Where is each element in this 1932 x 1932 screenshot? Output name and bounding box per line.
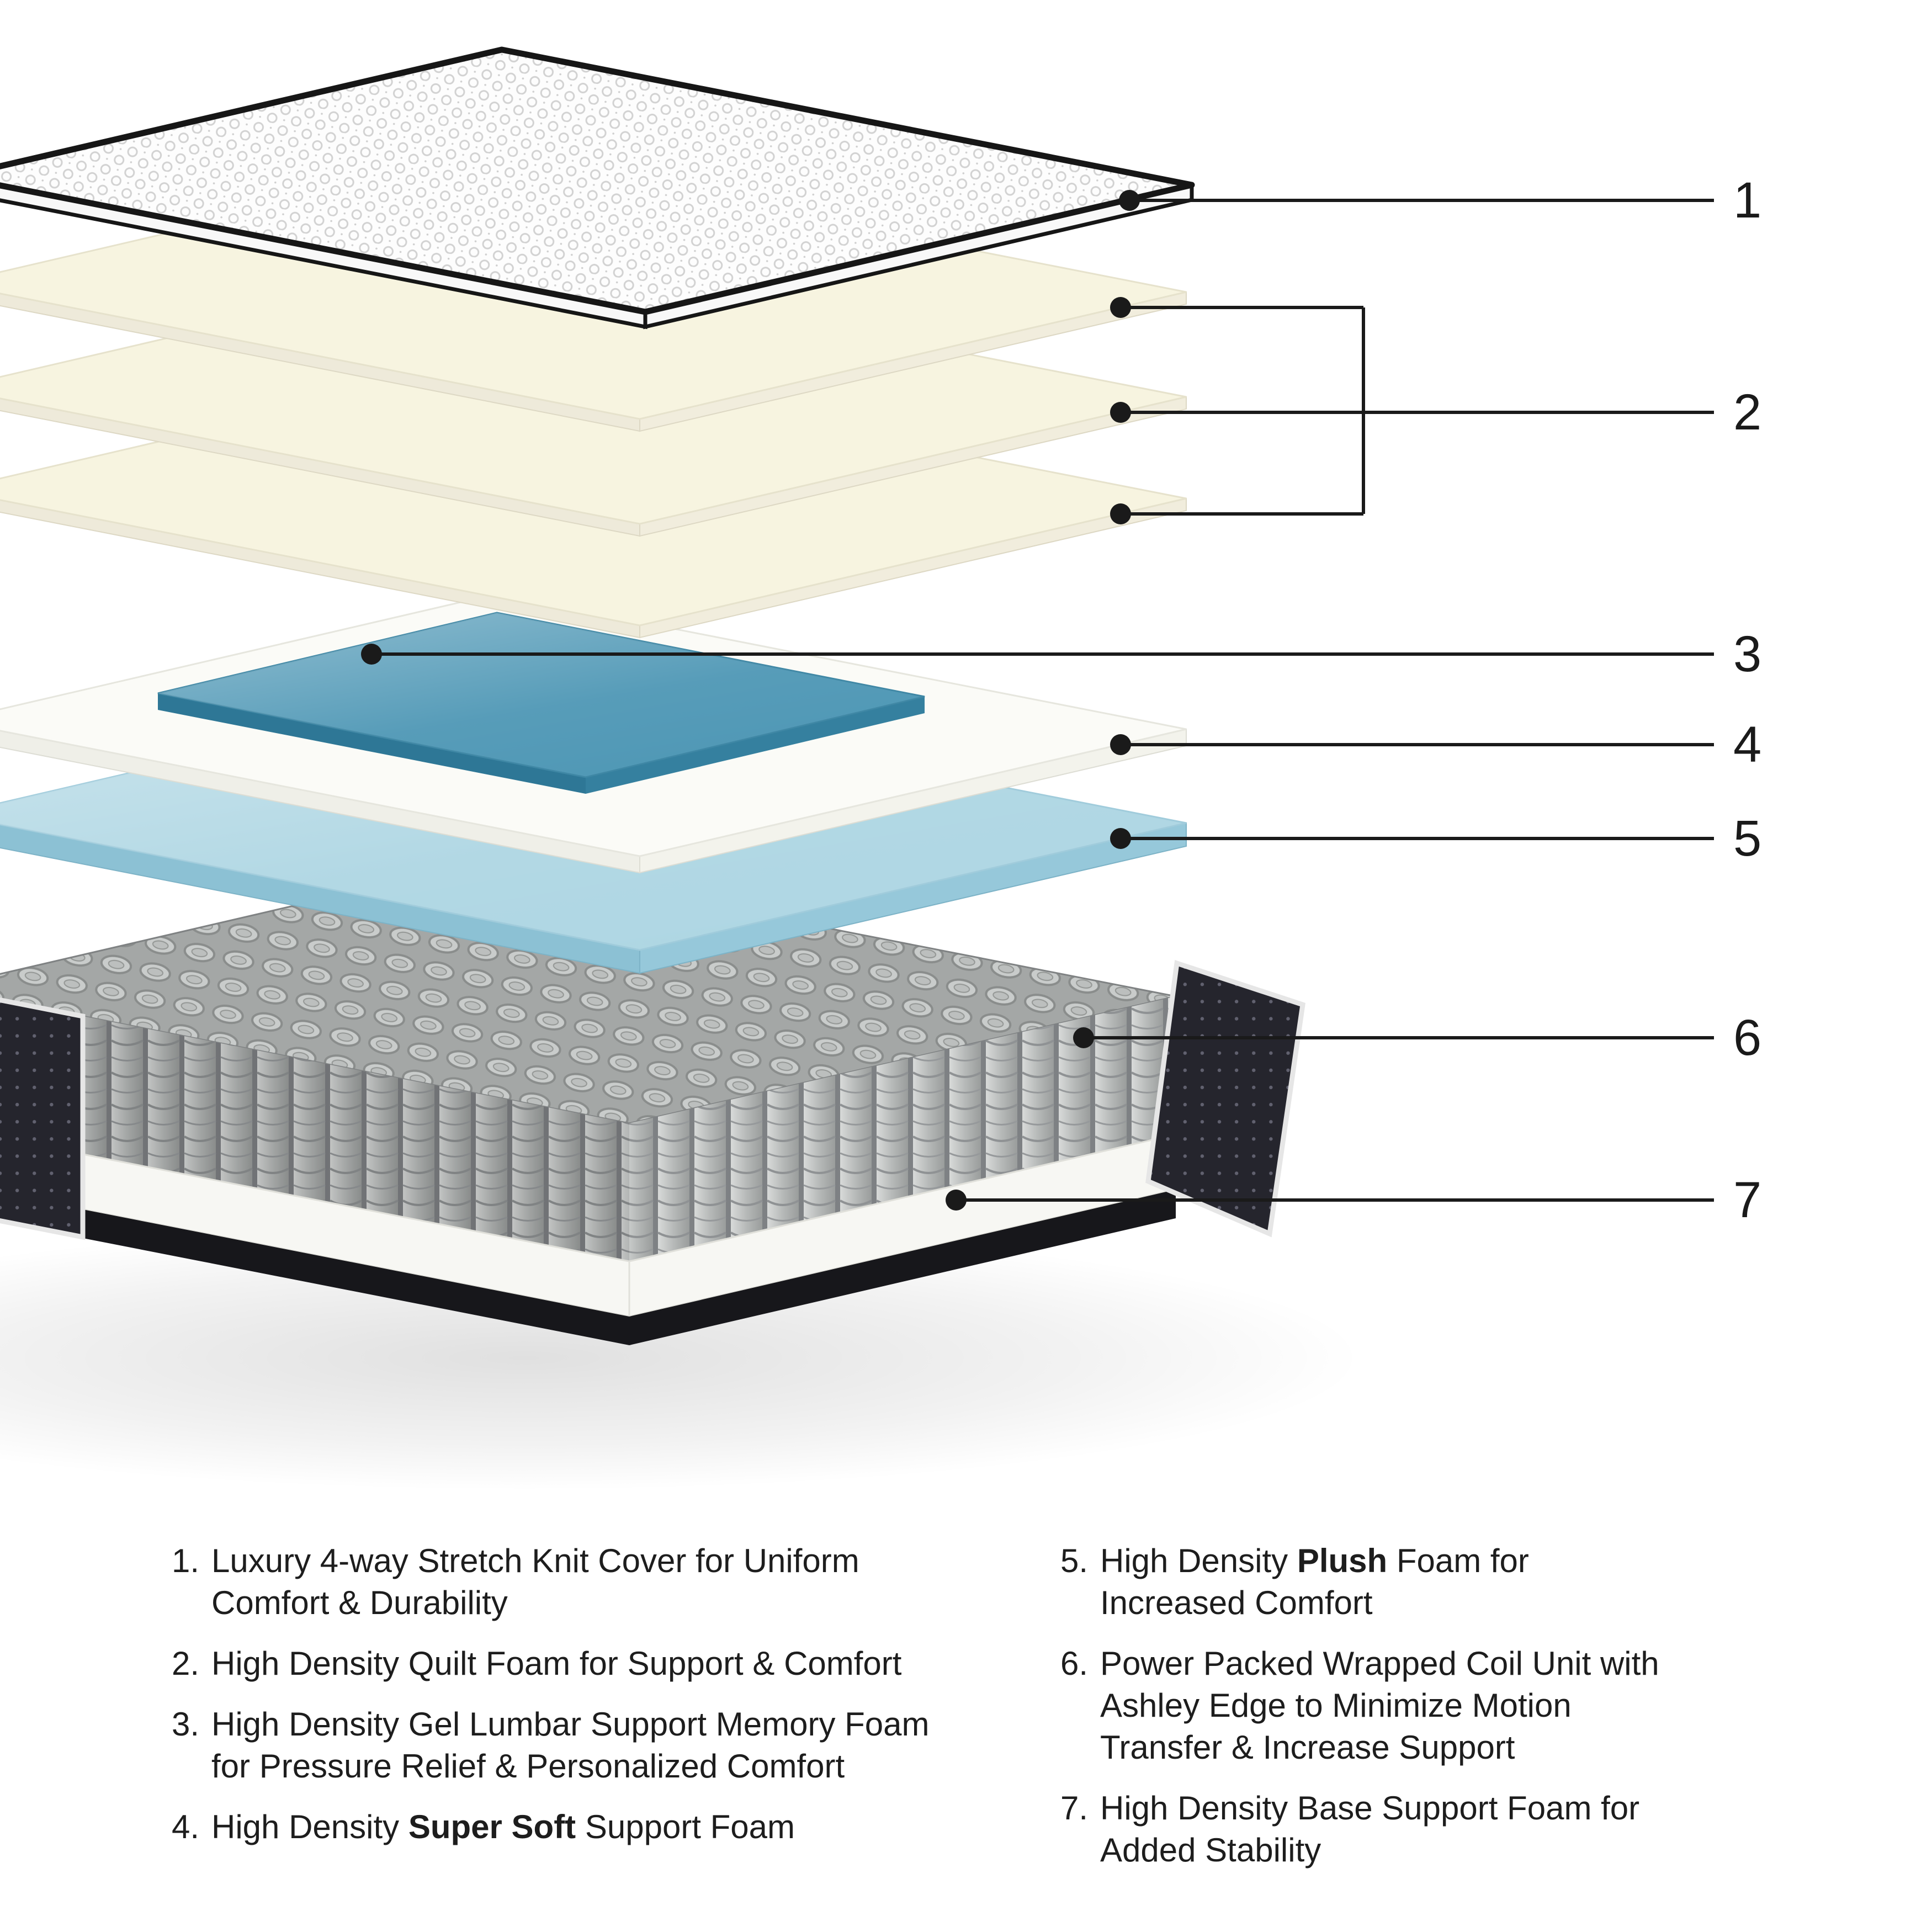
gel-foam-sheen	[158, 613, 925, 777]
legend-item-5: 5. High Density Plush Foam for Increased…	[1041, 1540, 1681, 1624]
callout-dot-1	[1119, 190, 1140, 211]
callout-dot-7	[946, 1190, 967, 1211]
legend-item-2: 2. High Density Quilt Foam for Support &…	[152, 1643, 947, 1685]
legend-text-post: Support Foam	[576, 1808, 795, 1846]
gel-foam-edge-right	[586, 697, 925, 794]
legend-item-6-number: 6.	[1060, 1645, 1088, 1682]
legend-item-4-number: 4.	[171, 1808, 199, 1846]
legend-text-bold: Plush	[1297, 1542, 1388, 1579]
bottom-trim-left	[0, 1193, 629, 1345]
callout-dot-2c	[1110, 503, 1131, 524]
legend-item-1-number: 1.	[171, 1542, 199, 1579]
legend-item-4-text: High Density Super Soft Support Foam	[211, 1806, 946, 1848]
legend: 1. Luxury 4-way Stretch Knit Cover for U…	[0, 1490, 1932, 1932]
mattress-exploded-diagram: 1 2 3 4 5 6 7	[0, 46, 1761, 1490]
side-fabric-left-panel	[0, 997, 86, 1240]
bottom-trim-right	[629, 1190, 1176, 1345]
legend-text-bold: Super Soft	[408, 1808, 576, 1846]
legend-text-pre: Power Packed Wrapped Coil Unit with Ashl…	[1100, 1645, 1659, 1766]
callout-numbers: 1 2 3 4 5 6 7	[1733, 172, 1761, 1228]
legend-text-post: Foam for Increased Comfort	[1100, 1542, 1529, 1622]
legend-item-3-number: 3.	[171, 1706, 199, 1743]
legend-text-pre: High Density	[1100, 1542, 1297, 1579]
coil-unit-front-right-face	[629, 996, 1176, 1261]
legend-item-2-text: High Density Quilt Foam for Support & Co…	[211, 1643, 946, 1685]
legend-item-1-text: Luxury 4-way Stretch Knit Cover for Unif…	[211, 1540, 946, 1624]
legend-item-4: 4. High Density Super Soft Support Foam	[152, 1806, 947, 1848]
legend-item-7-number: 7.	[1060, 1790, 1088, 1827]
cover-top	[0, 46, 1195, 315]
legend-text-pre: High Density Gel Lumbar Support Memory F…	[211, 1706, 930, 1785]
legend-item-5-number: 5.	[1060, 1542, 1088, 1579]
coil-unit-front-left-face	[0, 1000, 629, 1261]
callout-number-4: 4	[1733, 716, 1761, 773]
callout-number-2: 2	[1733, 384, 1761, 440]
legend-item-7: 7. High Density Base Support Foam for Ad…	[1041, 1787, 1681, 1871]
callout-number-3: 3	[1733, 626, 1761, 682]
floor-shadow	[0, 1225, 1363, 1490]
callout-lines	[361, 190, 1714, 1211]
callout-dot-2a	[1110, 297, 1131, 318]
callout-dot-4	[1110, 734, 1131, 755]
gel-lumbar-foam-layer	[157, 612, 925, 794]
stretch-knit-cover-layer	[0, 46, 1195, 330]
legend-item-2-number: 2.	[171, 1645, 199, 1682]
legend-item-3-text: High Density Gel Lumbar Support Memory F…	[211, 1703, 946, 1787]
legend-item-6: 6. Power Packed Wrapped Coil Unit with A…	[1041, 1643, 1681, 1769]
legend-item-5-text: High Density Plush Foam for Increased Co…	[1100, 1540, 1677, 1624]
callout-dot-3	[361, 644, 382, 665]
legend-text-pre: High Density Quilt Foam for Support & Co…	[211, 1645, 902, 1682]
legend-item-3: 3. High Density Gel Lumbar Support Memor…	[152, 1703, 947, 1787]
legend-column-left: 1. Luxury 4-way Stretch Knit Cover for U…	[152, 1540, 947, 1848]
callout-dot-5	[1110, 828, 1131, 849]
callout-number-6: 6	[1733, 1010, 1761, 1066]
legend-item-7-text: High Density Base Support Foam for Added…	[1100, 1787, 1677, 1871]
callout-number-1: 1	[1733, 172, 1761, 229]
coil-unit-front-left-shade	[0, 1000, 629, 1261]
callout-number-7: 7	[1733, 1172, 1761, 1228]
gel-foam-edge-left	[158, 693, 586, 794]
callout-number-5: 5	[1733, 810, 1761, 867]
legend-text-pre: High Density	[211, 1808, 408, 1846]
coil-unit-layer	[0, 860, 1305, 1345]
side-fabric-right-panel	[1145, 960, 1305, 1238]
callout-dot-2b	[1110, 402, 1131, 423]
legend-text-pre: Luxury 4-way Stretch Knit Cover for Unif…	[211, 1542, 859, 1622]
legend-item-6-text: Power Packed Wrapped Coil Unit with Ashl…	[1100, 1643, 1677, 1769]
legend-item-1: 1. Luxury 4-way Stretch Knit Cover for U…	[152, 1540, 947, 1624]
legend-text-pre: High Density Base Support Foam for Added…	[1100, 1790, 1640, 1869]
legend-column-right: 5. High Density Plush Foam for Increased…	[1041, 1540, 1681, 1871]
callout-dot-6	[1073, 1027, 1094, 1048]
